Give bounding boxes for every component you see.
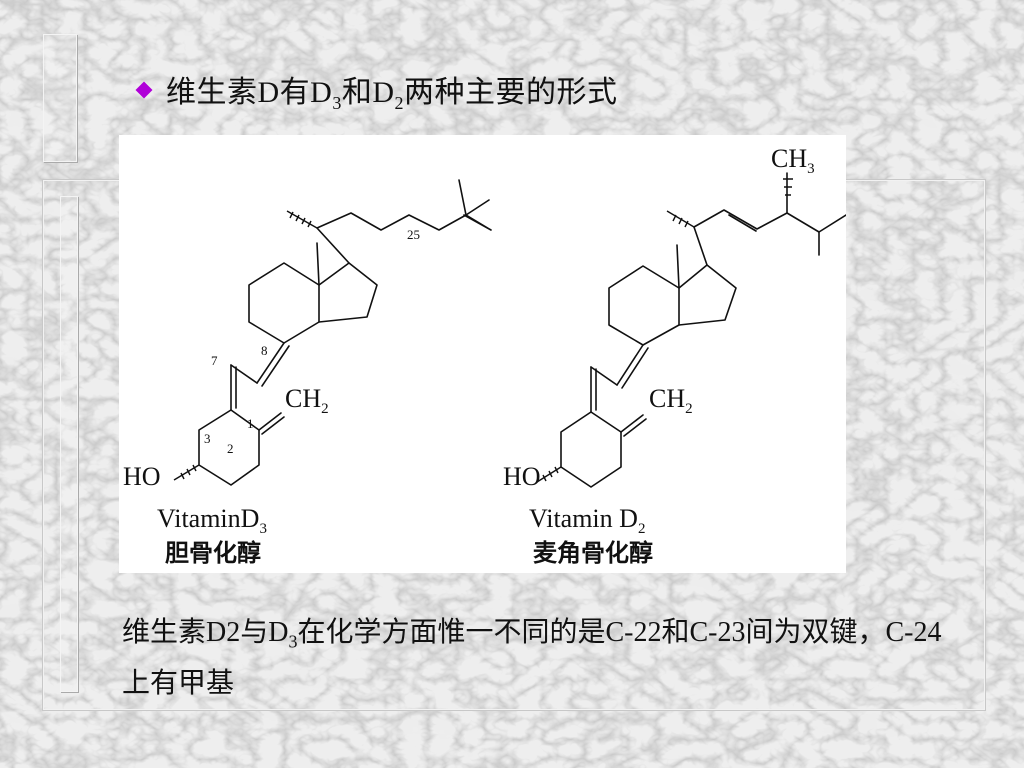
- right-chinese-name: 麦角骨化醇: [533, 539, 653, 567]
- right-name-label: Vitamin D2: [529, 504, 645, 537]
- left-ch2-label: CH2: [285, 384, 329, 417]
- label-8: 8: [261, 343, 268, 358]
- structure-panel: 25 7 8 3 2 1 CH2 HO VitaminD3 胆骨化醇 CH3 C…: [119, 135, 846, 573]
- vitamin-d3-structure: [198, 179, 492, 486]
- note-part1: 维生素D2与D: [122, 617, 289, 648]
- label-1: 1: [247, 416, 254, 431]
- label-25: 25: [407, 227, 420, 242]
- title-sub1: 3: [332, 92, 342, 113]
- vitamin-d2-structure: [560, 172, 846, 488]
- note-text: 维生素D2与D3在化学方面惟一不同的是C-22和C-23间为双键，C-24上有甲…: [122, 612, 962, 705]
- right-ch3-label: CH3: [771, 144, 815, 177]
- label-2: 2: [227, 441, 234, 456]
- right-ch2-label: CH2: [649, 384, 693, 417]
- decor-bar-top: [43, 34, 77, 162]
- left-ho-label: HO: [123, 462, 161, 491]
- label-3: 3: [204, 431, 211, 446]
- left-name-label: VitaminD3: [157, 504, 267, 537]
- title-part1: 维生素D有D: [166, 75, 333, 109]
- title-sub2: 2: [394, 92, 405, 113]
- slide-title: 维生素D有D3和D2两种主要的形式: [130, 67, 618, 114]
- title-part3: 两种主要的形式: [404, 75, 618, 109]
- diamond-bullet-icon: [135, 81, 153, 99]
- structures-svg: 25 7 8 3 2 1 CH2 HO VitaminD3 胆骨化醇 CH3 C…: [123, 144, 846, 567]
- label-7: 7: [211, 353, 218, 368]
- note-part2: 在化学方面惟一不同的是C-22和C-23间为双键，C-24上有甲基: [122, 617, 942, 699]
- right-ho-label: HO: [503, 462, 541, 491]
- title-part2: 和D: [341, 75, 395, 109]
- left-chinese-name: 胆骨化醇: [165, 539, 261, 567]
- decor-bar-left: [60, 196, 78, 692]
- note-sub: 3: [288, 631, 298, 652]
- title-text: 维生素D有D3和D2两种主要的形式: [166, 67, 618, 114]
